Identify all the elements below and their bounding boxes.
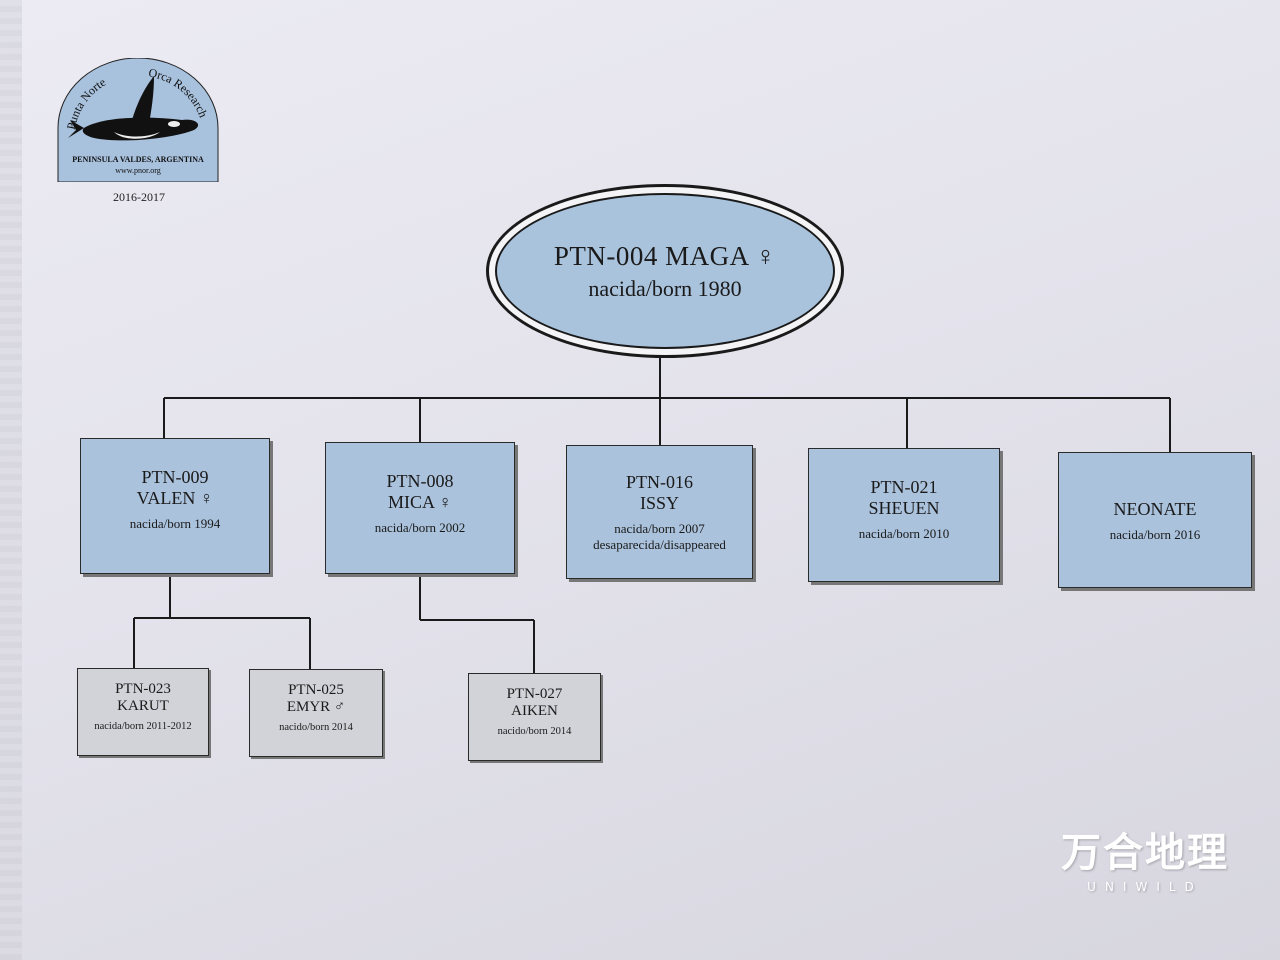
node-id: PTN-021 (870, 477, 938, 497)
child-node-valen: PTN-009 VALEN ♀ nacida/born 1994 (80, 438, 270, 574)
grandchild-node-emyr: PTN-025 EMYR ♂ nacido/born 2014 (249, 669, 383, 757)
node-name: EMYR ♂ (286, 699, 346, 715)
child-node-neonate: NEONATE nacida/born 2016 (1058, 452, 1252, 588)
node-name: ISSY (639, 493, 679, 513)
node-name: SHEUEN (868, 498, 940, 518)
node-id: PTN-023 (115, 681, 171, 697)
node-name: NEONATE (1113, 499, 1197, 519)
root-title: PTN-004 MAGA ♀ (553, 240, 777, 271)
node-id: PTN-008 (386, 471, 454, 491)
node-born: nacida/born 2007 (614, 521, 705, 536)
node-id: PTN-027 (506, 686, 563, 702)
logo-years: 2016-2017 (113, 190, 165, 204)
watermark-chinese: 万合地理 (1061, 830, 1229, 876)
grandchild-node-karut: PTN-023 KARUT nacida/born 2011-2012 (77, 668, 209, 756)
logo-location: PENINSULA VALDES, ARGENTINA (72, 155, 204, 164)
node-born: nacido/born 2014 (279, 722, 353, 733)
node-born: nacida/born 1994 (129, 516, 221, 531)
watermark-english: UNIWILD (1087, 880, 1203, 894)
root-node-maga: PTN-004 MAGA ♀ nacida/born 1980 (486, 184, 844, 358)
logo-website: www.pnor.org (115, 166, 161, 175)
node-id: PTN-009 (141, 467, 209, 487)
node-name: AIKEN (511, 703, 558, 719)
node-status: desaparecida/disappeared (593, 537, 726, 552)
child-node-mica: PTN-008 MICA ♀ nacida/born 2002 (325, 442, 515, 574)
grandchild-node-aiken: PTN-027 AIKEN nacido/born 2014 (468, 673, 601, 761)
node-name: KARUT (117, 698, 169, 714)
node-born: nacida/born 2010 (858, 526, 950, 541)
uniwild-watermark: 万合地理 UNIWILD (1050, 820, 1240, 900)
orca-icon (68, 76, 199, 141)
node-name: VALEN ♀ (136, 488, 214, 508)
node-born: nacida/born 2002 (374, 520, 466, 535)
child-node-sheuen: PTN-021 SHEUEN nacida/born 2010 (808, 448, 1000, 582)
child-node-issy: PTN-016 ISSY nacida/born 2007 desapareci… (566, 445, 753, 579)
node-name: MICA ♀ (387, 492, 452, 512)
sheet-protector-edge (0, 0, 22, 960)
pnor-logo: Punta Norte Orca Research PENINSULA VALD… (54, 57, 222, 183)
node-id: PTN-016 (626, 472, 693, 492)
node-born: nacida/born 2011-2012 (94, 721, 192, 732)
node-born: nacida/born 2016 (1109, 527, 1201, 542)
node-born: nacido/born 2014 (497, 726, 572, 737)
root-born: nacida/born 1980 (588, 275, 742, 301)
node-id: PTN-025 (288, 682, 344, 698)
